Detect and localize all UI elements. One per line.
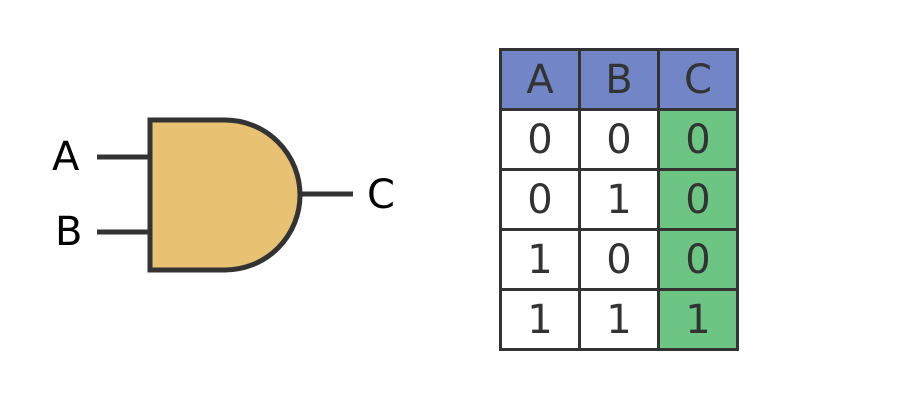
cell-b: 1 bbox=[578, 168, 660, 231]
truth-table-header-row: A B C bbox=[499, 48, 739, 111]
input-a-label: A bbox=[52, 134, 80, 180]
and-gate-body bbox=[147, 117, 303, 273]
input-b-label: B bbox=[55, 209, 82, 255]
table-row: 1 0 0 bbox=[499, 228, 739, 291]
cell-b: 0 bbox=[578, 108, 660, 171]
cell-c-output: 1 bbox=[657, 288, 739, 351]
cell-a: 1 bbox=[499, 228, 581, 291]
header-cell-a: A bbox=[499, 48, 581, 111]
cell-b: 1 bbox=[578, 288, 660, 351]
cell-a: 1 bbox=[499, 288, 581, 351]
cell-b: 0 bbox=[578, 228, 660, 291]
cell-c-output: 0 bbox=[657, 168, 739, 231]
cell-a: 0 bbox=[499, 108, 581, 171]
output-c-label: C bbox=[367, 172, 395, 218]
cell-a: 0 bbox=[499, 168, 581, 231]
table-row: 0 0 0 bbox=[499, 108, 739, 171]
header-cell-c: C bbox=[657, 48, 739, 111]
header-cell-b: B bbox=[578, 48, 660, 111]
truth-table: A B C 0 0 0 0 1 0 1 0 0 1 1 1 bbox=[499, 48, 739, 351]
cell-c-output: 0 bbox=[657, 228, 739, 291]
table-row: 0 1 0 bbox=[499, 168, 739, 231]
cell-c-output: 0 bbox=[657, 108, 739, 171]
table-row: 1 1 1 bbox=[499, 288, 739, 351]
